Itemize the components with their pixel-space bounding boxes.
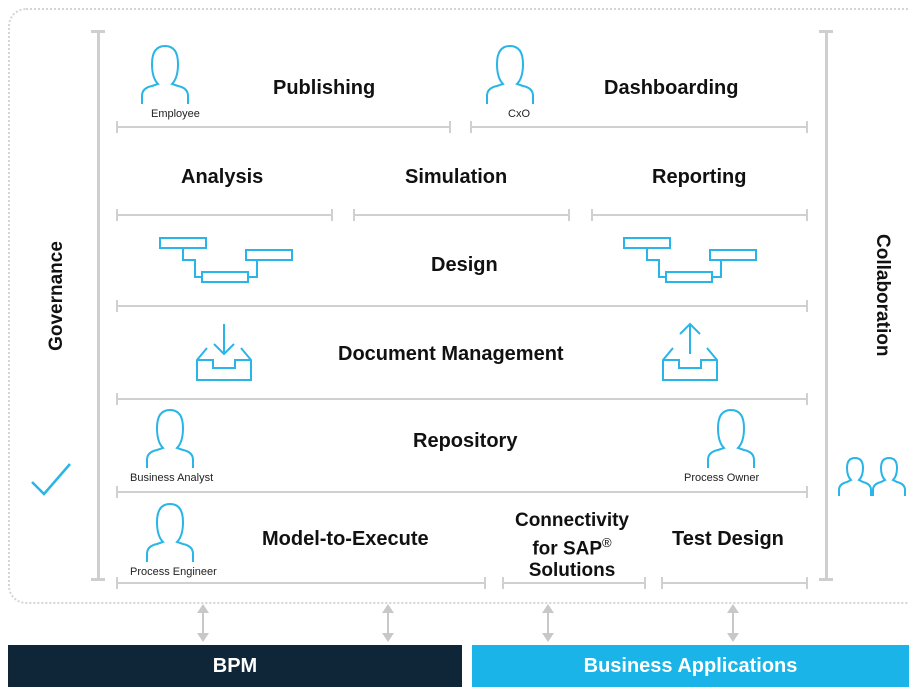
simulation-label: Simulation [405, 166, 508, 188]
registered-mark: ® [602, 535, 612, 550]
bpm-bar: BPM [8, 645, 462, 687]
checkmark-icon [31, 463, 71, 496]
double-arrow-icon [382, 604, 394, 642]
double-arrow-icon [727, 604, 739, 642]
cxo-label: CxO [508, 108, 530, 120]
analysis-label: Analysis [181, 166, 264, 188]
double-arrow-icon [542, 604, 554, 642]
connectivity-label: Connectivity for SAP® Solutions [497, 510, 647, 582]
governance-label: Governance [46, 241, 67, 351]
left-vertical-line [97, 30, 100, 580]
left-line-bottom-cap [91, 578, 105, 581]
row6-separator-1 [116, 577, 486, 589]
model-to-execute-label: Model-to-Execute [262, 528, 429, 550]
document-management-label: Document Management [338, 343, 564, 365]
left-line-top-cap [91, 30, 105, 33]
right-line-top-cap [819, 30, 833, 33]
inbox-upload-icon [662, 322, 718, 381]
bpm-label: BPM [212, 654, 258, 677]
connectivity-for-sap: for SAP [532, 538, 603, 560]
row5-separator [116, 486, 808, 498]
person-icon [486, 44, 534, 104]
reporting-label: Reporting [652, 166, 747, 188]
dashboarding-label: Dashboarding [604, 77, 739, 99]
row3-separator [116, 300, 808, 312]
repository-label: Repository [413, 430, 518, 452]
double-arrow-icon [197, 604, 209, 642]
outer-dotted-frame [8, 8, 909, 604]
flow-diagram-icon [623, 237, 757, 283]
business-applications-bar: Business Applications [472, 645, 909, 687]
connectivity-line-2: for SAP® [497, 532, 647, 560]
person-icon [141, 44, 189, 104]
right-vertical-line [825, 30, 828, 580]
inbox-download-icon [196, 324, 252, 381]
design-label: Design [431, 254, 498, 276]
group-icon [838, 456, 906, 496]
row1-separator-right [470, 121, 808, 133]
process-engineer-label: Process Engineer [130, 566, 217, 578]
row4-separator [116, 393, 808, 405]
person-icon [146, 408, 194, 468]
employee-label: Employee [151, 108, 200, 120]
row2-separator-2 [353, 209, 570, 221]
right-line-bottom-cap [819, 578, 833, 581]
row6-separator-2 [502, 577, 646, 589]
row2-separator-1 [116, 209, 333, 221]
person-icon [146, 502, 194, 562]
business-analyst-label: Business Analyst [130, 472, 214, 484]
connectivity-line-3: Solutions [528, 560, 616, 582]
row2-separator-3 [591, 209, 808, 221]
row1-separator-left [116, 121, 451, 133]
publishing-label: Publishing [273, 77, 376, 99]
business-applications-label: Business Applications [583, 654, 798, 677]
row6-separator-3 [661, 577, 808, 589]
process-owner-label: Process Owner [684, 472, 760, 484]
person-icon [707, 408, 755, 468]
connectivity-line-1: Connectivity [514, 510, 630, 531]
collaboration-label: Collaboration [872, 234, 893, 357]
flow-diagram-icon [159, 237, 293, 283]
test-design-label: Test Design [672, 528, 784, 550]
